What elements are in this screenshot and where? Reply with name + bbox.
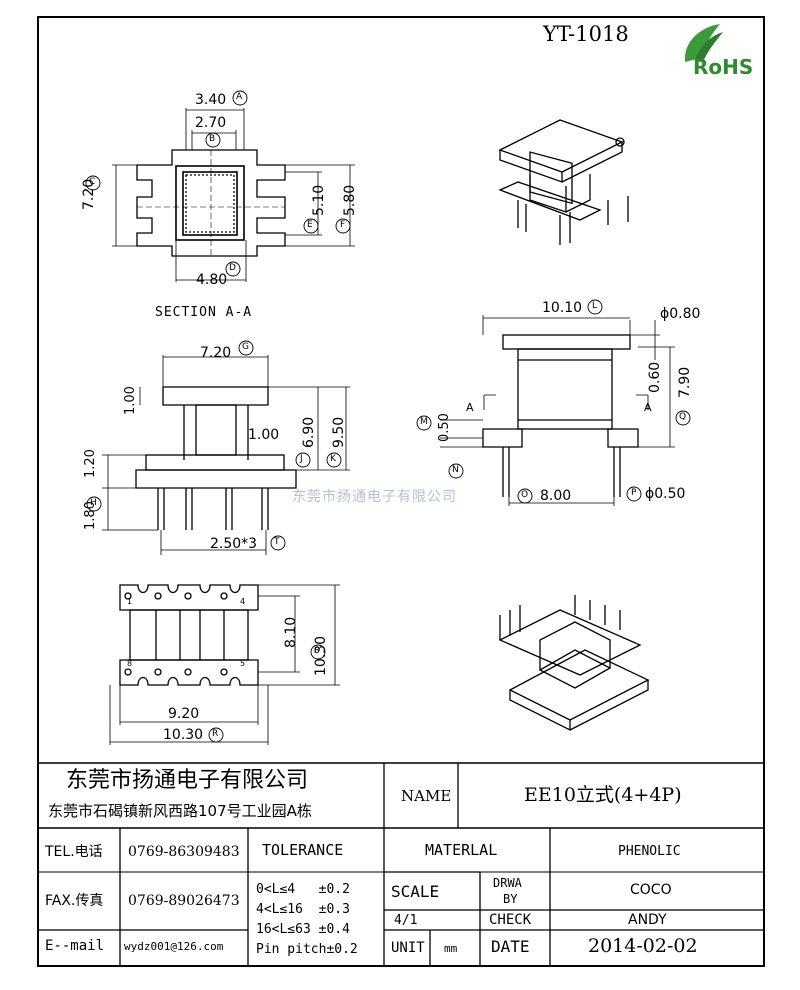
tel-label: TEL.电话 <box>45 844 103 860</box>
check-value: ANDY <box>628 912 667 928</box>
bubble-letter: P <box>631 488 637 498</box>
bubble-letter: H <box>90 498 97 508</box>
pin-number: 4 <box>240 597 246 606</box>
unit-value: mm <box>444 942 458 955</box>
pin-number: 8 <box>127 659 133 668</box>
tolerance-row: 4<L≤16 ±0.3 <box>256 902 350 917</box>
title-block <box>38 762 764 966</box>
tolerance-row: 16<L≤63 ±0.4 <box>256 922 350 937</box>
dim-label: 1.00 <box>123 386 138 415</box>
name-label: NAME <box>401 787 452 805</box>
dim-label: ϕ0.50 <box>645 486 686 502</box>
dim-label: 0.60 <box>647 361 663 393</box>
part-number: YT-1018 <box>543 22 629 46</box>
dim-label: 3.40 <box>195 92 227 108</box>
dim-label: 10.30 <box>163 727 204 743</box>
email-value: wydz001@126.com <box>124 940 224 953</box>
dim-label: 2.70 <box>195 115 227 131</box>
dim-label: 0.50 <box>437 413 452 442</box>
dim-label: 2.50*3 <box>210 536 258 552</box>
dim-label: 6.90 <box>301 416 317 448</box>
material-value: PHENOLIC <box>618 844 681 859</box>
bubble-letter: C <box>89 177 96 187</box>
dim-label: 1.00 <box>248 427 280 443</box>
pin-number: 5 <box>240 659 246 668</box>
bubble-letter: B <box>209 134 216 144</box>
dim-label: 8.10 <box>283 616 299 648</box>
tel-value: 0769-86309483 <box>128 844 240 860</box>
sheet-border <box>37 16 765 967</box>
bubble-letter: S <box>314 646 320 656</box>
dim-label: 9.50 <box>331 416 347 448</box>
tolerance-row: 0<L≤4 ±0.2 <box>256 882 350 897</box>
dim-label: ϕ0.80 <box>660 306 701 322</box>
bottom-view <box>109 584 340 745</box>
bubble-letter: T <box>274 537 280 547</box>
bubble-letter: M <box>420 417 428 427</box>
scale-value: 4/1 <box>394 913 418 928</box>
section-caption: SECTION A-A <box>155 305 253 320</box>
dim-label: 9.20 <box>168 706 200 722</box>
rohs-text: RoHS <box>693 55 753 78</box>
fax-label: FAX.传真 <box>45 893 104 909</box>
dim-label: 4.80 <box>196 272 228 288</box>
product-name: EE10立式(4+4P) <box>524 784 682 806</box>
dim-label: 5.80 <box>342 184 358 216</box>
scale-label: SCALE <box>391 882 440 901</box>
bubble-letter: K <box>330 454 336 464</box>
dim-label: 8.00 <box>540 488 572 504</box>
bubble-letter: D <box>229 263 236 273</box>
drawn-by-value: COCO <box>630 882 672 898</box>
dim-label: 10.10 <box>542 300 583 316</box>
pin-number: 1 <box>127 597 133 606</box>
drawn-by-label: DRWA <box>493 876 522 890</box>
bubble-letter: F <box>340 220 346 230</box>
section-a-a-view <box>112 108 355 282</box>
dim-label: 1.20 <box>83 449 98 478</box>
side-view <box>440 315 675 506</box>
isometric-bottom-view <box>498 595 650 732</box>
bubble-letter: A <box>236 92 243 102</box>
bubble-letter: Q <box>679 412 687 422</box>
bubble-letter: N <box>452 465 459 475</box>
tolerance-label: TOLERANCE <box>262 841 344 859</box>
material-label: MATERLAL <box>425 841 498 859</box>
company-name: 东莞市扬通电子有限公司 <box>66 768 309 793</box>
check-label: CHECK <box>489 912 532 928</box>
bubble-letter: E <box>307 220 313 230</box>
date-label: DATE <box>491 937 530 956</box>
fax-value: 0769-89026473 <box>128 893 240 909</box>
section-arrow-label: A <box>466 401 474 414</box>
bubble-letter: O <box>521 490 529 500</box>
bubble-letter: R <box>212 729 219 739</box>
isometric-top-view <box>498 119 629 245</box>
email-label: E--mail <box>45 938 105 954</box>
section-arrow-label: A <box>644 401 652 414</box>
company-address: 东莞市石碣镇新风西路107号工业园A栋 <box>48 802 312 820</box>
watermark-text: 东莞市扬通电子有限公司 <box>292 489 457 505</box>
bubble-letter: G <box>242 342 249 352</box>
tolerance-row: Pin pitch±0.2 <box>256 942 358 957</box>
dim-label: 5.10 <box>311 184 327 216</box>
date-value: 2014-02-02 <box>588 935 698 957</box>
drawn-by-label: BY <box>503 892 518 906</box>
front-view <box>102 355 350 555</box>
dim-label: 7.90 <box>677 366 693 398</box>
unit-label: UNIT <box>391 940 425 956</box>
bubble-letter: J <box>300 454 303 464</box>
bubble-letter: L <box>592 301 598 311</box>
dim-label: 7.20 <box>200 345 232 361</box>
rohs-logo: RoHS <box>684 24 753 78</box>
